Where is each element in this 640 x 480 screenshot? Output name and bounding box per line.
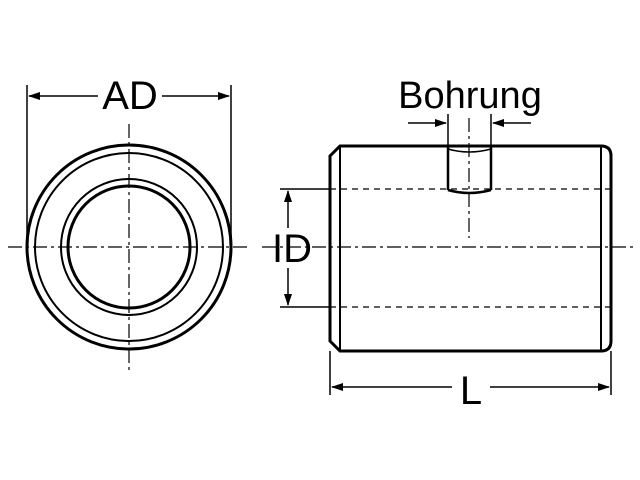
cylinder-outline bbox=[328, 144, 613, 353]
id-label: ID bbox=[272, 227, 312, 271]
front-view: AD bbox=[8, 74, 250, 370]
bohrung-label: Bohrung bbox=[398, 75, 542, 117]
side-view: Bohrung ID L bbox=[262, 75, 634, 413]
l-label: L bbox=[460, 369, 482, 413]
ad-label: AD bbox=[102, 74, 158, 118]
